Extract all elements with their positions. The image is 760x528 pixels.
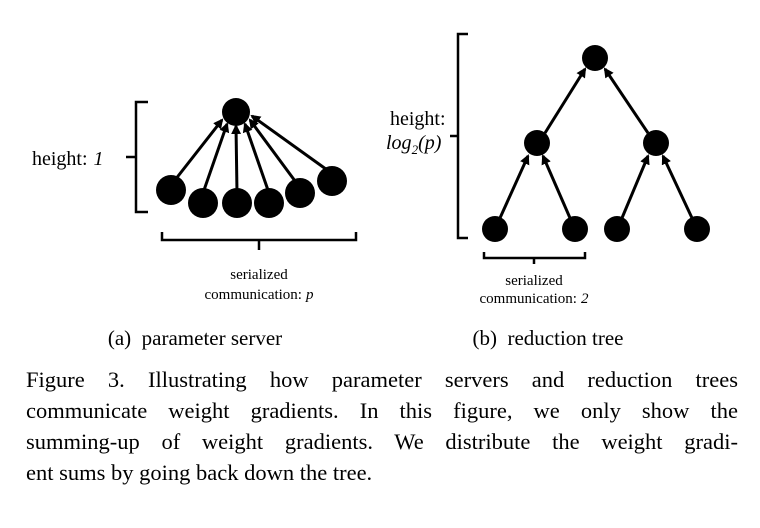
panel-a-serialized-label: serialized xyxy=(230,267,288,283)
leaf-node xyxy=(684,216,710,242)
edge-a5 xyxy=(248,118,300,186)
panel-a-parameter-server: height:1 serialized communication:p (a) … xyxy=(32,98,358,350)
leaf-node xyxy=(562,216,588,242)
leaf-node xyxy=(604,216,630,242)
worker-node xyxy=(188,188,218,218)
panel-b-subcaption: (b) reduction tree xyxy=(472,326,623,350)
panel-b-nodes xyxy=(482,45,710,242)
panel-b-height-bracket xyxy=(450,32,468,240)
panel-b-height-value: log2(p) xyxy=(386,132,442,157)
edge-a4 xyxy=(242,122,271,194)
worker-node xyxy=(156,175,186,205)
panel-a-nodes xyxy=(156,98,347,218)
panel-b-communication-label: communication:2 xyxy=(480,291,589,307)
mid-node xyxy=(524,130,550,156)
caption-line-1: Figure 3. Illustrating how parameter ser… xyxy=(26,367,738,392)
caption-line-4: ent sums by going back down the tree. xyxy=(26,460,373,485)
leaf-node xyxy=(482,216,508,242)
edge-b-leaf1-to-left-mid xyxy=(498,154,530,219)
panel-a-communication-label: communication:p xyxy=(205,287,314,303)
root-node xyxy=(582,45,608,71)
caption-line-2: communicate weight gradients. In this fi… xyxy=(26,398,738,423)
panel-a-height-bracket xyxy=(126,100,148,214)
panel-a-edges xyxy=(173,114,331,194)
panel-a-subcaption: (a) parameter server xyxy=(108,326,282,350)
worker-node xyxy=(254,188,284,218)
edge-a6 xyxy=(250,114,331,174)
panel-b-height-label: height: xyxy=(390,108,446,130)
panel-b-edges xyxy=(498,67,694,219)
worker-node xyxy=(317,166,347,196)
panel-a-height-label: height:1 xyxy=(32,148,104,170)
panel-a-communication-bracket xyxy=(160,232,358,250)
panel-b-reduction-tree: height: log2(p) serialized communication… xyxy=(386,32,710,350)
worker-node xyxy=(222,188,252,218)
edge-b-leaf4-to-right-mid xyxy=(661,154,694,219)
edge-b-leaf2-to-left-mid xyxy=(541,154,572,219)
server-node xyxy=(222,98,250,126)
edge-a3 xyxy=(231,124,242,194)
edge-a1 xyxy=(173,118,224,181)
caption-line-3: summing-up of weight gradients. We distr… xyxy=(26,429,738,454)
edge-b-leaf3-to-right-mid xyxy=(620,154,650,219)
edge-b-left-mid-to-root xyxy=(543,67,587,134)
worker-node xyxy=(285,178,315,208)
edge-b-right-mid-to-root xyxy=(603,67,650,134)
mid-node xyxy=(643,130,669,156)
panel-b-communication-bracket xyxy=(482,252,587,264)
edge-a2 xyxy=(201,122,230,194)
panel-b-serialized-label: serialized xyxy=(505,273,563,289)
